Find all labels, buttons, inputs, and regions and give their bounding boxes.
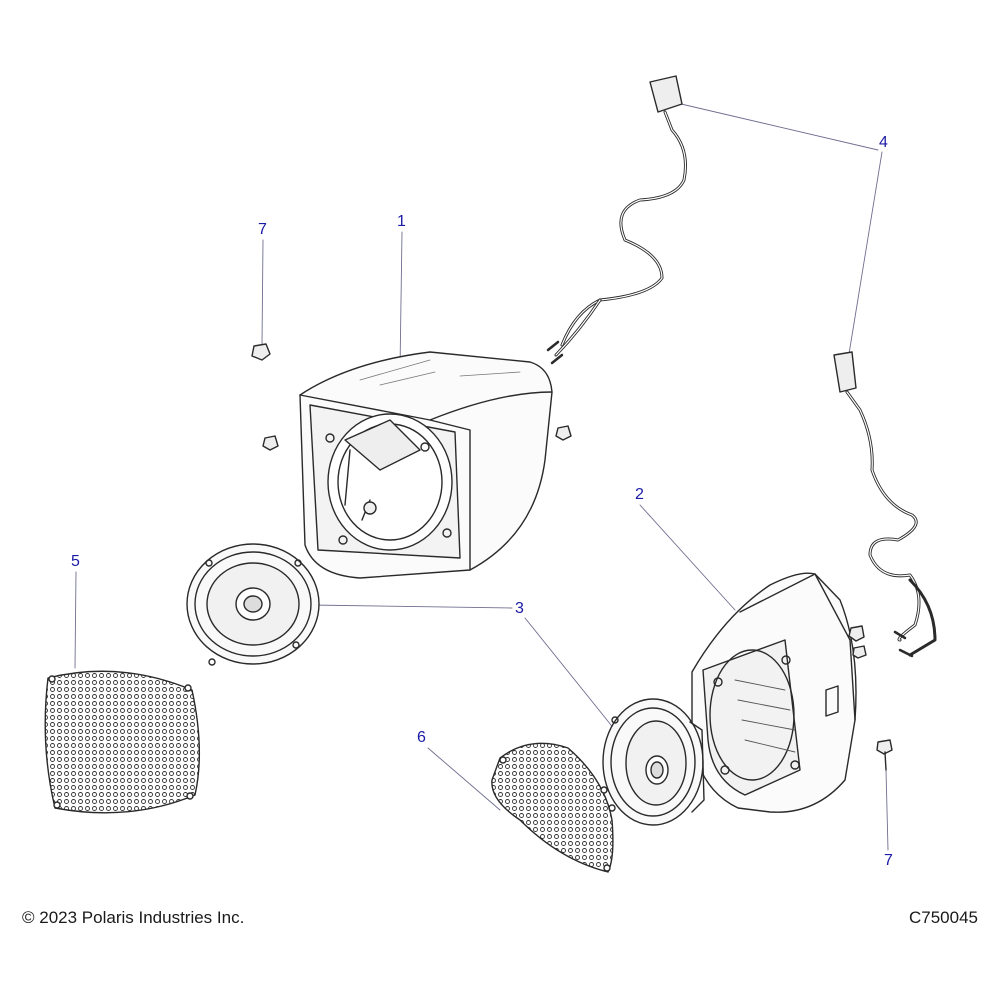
callout-7-lower: 7 xyxy=(884,852,893,869)
leader-lines xyxy=(74,99,889,851)
grille-left xyxy=(44,670,201,814)
callout-2: 2 xyxy=(635,486,644,503)
callout-1: 1 xyxy=(397,213,406,230)
copyright-text: © 2023 Polaris Industries Inc. xyxy=(22,908,245,927)
wire-harness-upper xyxy=(546,75,687,365)
callout-3: 3 xyxy=(515,600,524,617)
wire-harness-lower xyxy=(833,351,937,658)
grille-right xyxy=(491,742,614,873)
diagram-code: C750045 xyxy=(908,908,978,927)
callout-4: 4 xyxy=(879,134,888,151)
callout-5: 5 xyxy=(71,553,80,570)
speaker-pod-upper xyxy=(299,351,553,579)
callout-7-upper: 7 xyxy=(258,221,267,238)
speaker-right xyxy=(602,698,705,826)
fastener-hardware xyxy=(251,343,893,771)
callout-6: 6 xyxy=(417,729,426,746)
speaker-left xyxy=(186,543,320,666)
speaker-pod-lower xyxy=(691,572,857,813)
